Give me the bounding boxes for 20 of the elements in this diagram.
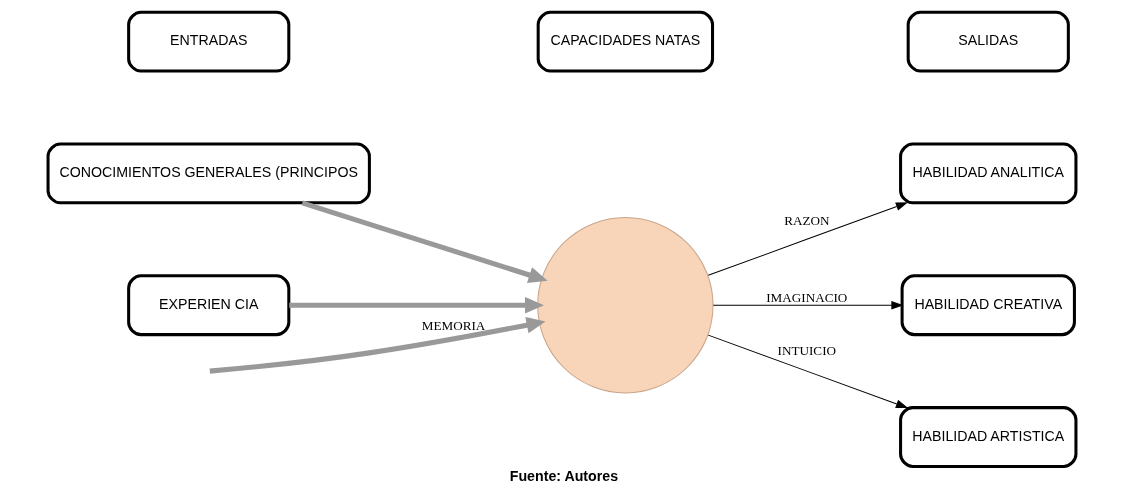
node-box: CAPACIDADES NATAS: [536, 10, 715, 73]
node-box: EXPERIEN CIA: [127, 274, 291, 337]
edge-label: MEMORIA: [421, 317, 486, 333]
arrow: [712, 300, 904, 310]
caption: Fuente: Autores: [509, 467, 619, 484]
arrow: [707, 334, 909, 409]
arrow: [289, 296, 544, 314]
edge-label: RAZON: [784, 212, 830, 228]
node-box: HABILIDAD ANALITICA: [899, 142, 1078, 205]
node-box: ENTRADAS: [127, 10, 291, 73]
arrow: [707, 202, 909, 276]
edge-label: IMAGINACIO: [766, 289, 848, 305]
edge-label: INTUICIO: [777, 343, 837, 359]
node-box: HABILIDAD CREATIVA: [900, 274, 1076, 337]
node-box: SALIDAS: [906, 10, 1070, 73]
arrow: [209, 316, 546, 374]
arrow: [301, 200, 548, 283]
node-box: HABILIDAD ARTISTICA: [899, 406, 1078, 468]
node-circle: [537, 217, 714, 394]
node-box: CONOCIMIENTOS GENERALES (PRINCIPOS: [46, 142, 371, 205]
